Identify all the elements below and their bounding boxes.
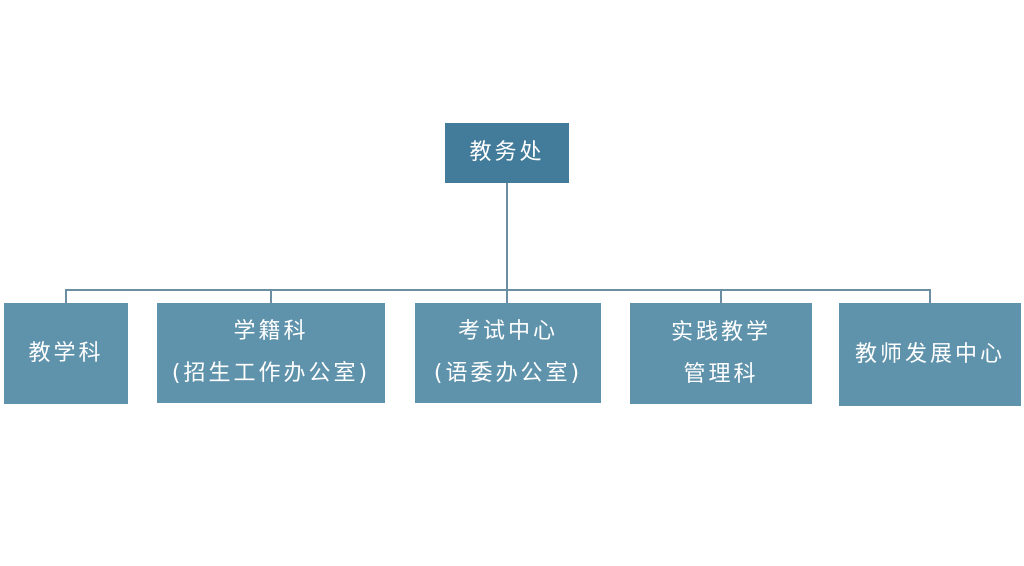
child-node-teacher-development-center: 教师发展中心 — [839, 303, 1021, 406]
child-node-label: 考试中心 — [457, 319, 558, 344]
child-node-label: 教学科 — [28, 340, 104, 366]
child-node-teaching-section: 教学科 — [4, 303, 128, 404]
child-node-label: 教师发展中心 — [854, 341, 1005, 367]
child-node-label: 实践教学 — [670, 319, 771, 345]
child-node-practical-teaching-section: 实践教学 管理科 — [630, 303, 812, 404]
root-node-label: 教务处 — [469, 140, 545, 165]
child-node-sublabel: (招生工作办公室) — [171, 361, 371, 386]
child-node-student-records-section: 学籍科 (招生工作办公室) — [157, 303, 385, 403]
child-node-label: 学籍科 — [233, 319, 309, 344]
child-node-sublabel: (语委办公室) — [433, 361, 583, 386]
root-node-academic-affairs: 教务处 — [445, 123, 569, 183]
child-node-exam-center: 考试中心 (语委办公室) — [415, 303, 601, 403]
child-node-sublabel: 管理科 — [683, 361, 759, 387]
